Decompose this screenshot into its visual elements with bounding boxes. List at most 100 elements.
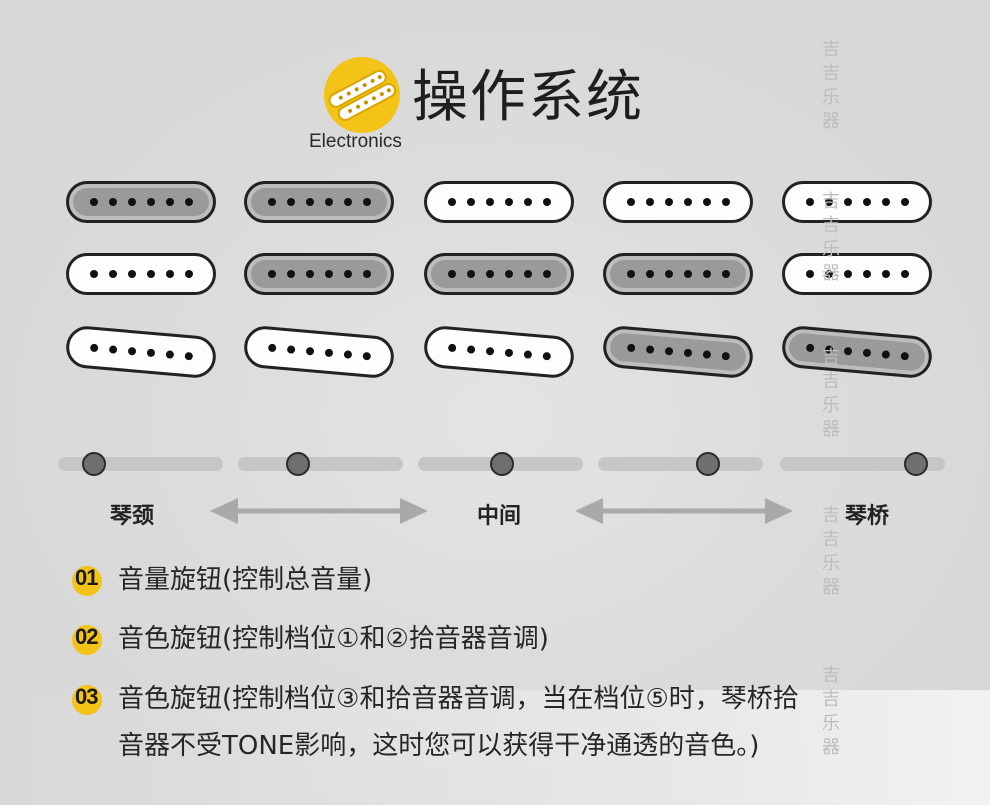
selector-knob-pos3 [490, 452, 514, 476]
pole-piece [165, 270, 174, 278]
pole-piece [843, 270, 852, 278]
pole-piece [361, 351, 371, 361]
pickup-logo-icon [324, 57, 400, 133]
pole-piece [881, 198, 890, 206]
pole-piece [824, 270, 833, 278]
pole-piece [721, 270, 730, 278]
pole-piece [184, 270, 193, 278]
pole-piece [721, 198, 730, 206]
control-description-continued: 音器不受TONE影响，这时您可以获得干净通透的音色。) [118, 731, 760, 761]
pole-piece [466, 198, 475, 206]
pole-piece [504, 348, 513, 358]
double-arrow-icon [210, 498, 428, 524]
pole-piece [267, 343, 277, 353]
label-bridge: 琴桥 [845, 504, 890, 529]
pole-piece [305, 346, 314, 356]
watermark: 吉吉乐器 [822, 505, 840, 598]
pole-piece [466, 270, 475, 278]
pole-piece [542, 198, 551, 206]
pole-piece [862, 348, 871, 358]
pole-piece [702, 350, 711, 359]
pole-piece [523, 350, 532, 359]
selector-knob-pos5 [904, 452, 928, 476]
selector-knob-pos2 [286, 452, 310, 476]
pole-piece [127, 346, 136, 356]
pole-piece [900, 270, 909, 278]
pole-piece [702, 198, 711, 206]
pickup-middle-pos4-active [603, 253, 753, 295]
pole-piece [127, 198, 136, 206]
pole-piece [362, 270, 371, 278]
pickup-neck-pos1-active [66, 181, 216, 223]
pole-piece [843, 346, 852, 356]
number-badge: 01 [72, 565, 102, 596]
control-description: 音色旋钮(控制档位①和②拾音器音调) [118, 624, 549, 654]
pole-piece [626, 270, 635, 278]
pole-piece [286, 198, 295, 206]
control-description: 音色旋钮(控制档位③和拾音器音调，当在档位⑤时，琴桥拾 [118, 684, 799, 714]
pole-piece [504, 198, 513, 206]
pole-piece [683, 348, 692, 358]
pole-piece [165, 350, 174, 359]
pole-piece [286, 270, 295, 278]
pole-piece [108, 198, 117, 206]
pole-piece [805, 198, 814, 206]
pole-piece [523, 198, 532, 206]
pole-piece [523, 270, 532, 278]
pole-piece [541, 351, 551, 361]
pole-piece [720, 351, 730, 361]
selector-knob-pos4 [696, 452, 720, 476]
pole-piece [504, 270, 513, 278]
pole-piece [485, 270, 494, 278]
pole-piece [645, 345, 654, 354]
watermark: 吉吉乐器 [822, 665, 840, 758]
pole-piece [146, 198, 155, 206]
pole-piece [127, 270, 136, 278]
selector-knob-pos1 [82, 452, 106, 476]
pole-piece [183, 351, 193, 361]
pole-piece [89, 270, 98, 278]
label-neck: 琴颈 [110, 504, 155, 529]
control-description: 音量旋钮(控制总音量) [118, 565, 373, 595]
pole-piece [89, 343, 99, 353]
pole-piece [165, 198, 174, 206]
pickup-middle-pos2-active [244, 253, 394, 295]
pickup-neck-pos2-active [244, 181, 394, 223]
pole-piece [343, 350, 352, 359]
page-subtitle: Electronics [309, 131, 402, 152]
pole-piece [108, 270, 117, 278]
pole-piece [626, 343, 636, 353]
pole-piece [862, 270, 871, 278]
pole-piece [447, 270, 456, 278]
pole-piece [899, 351, 909, 361]
watermark: 吉吉乐器 [822, 347, 840, 440]
pole-piece [286, 345, 295, 354]
pole-piece [146, 348, 155, 358]
pole-piece [900, 198, 909, 206]
double-arrow-icon [575, 498, 793, 524]
pole-piece [683, 270, 692, 278]
pickup-middle-pos1-inactive [66, 253, 216, 295]
selector-track-pos5 [780, 457, 945, 471]
pole-piece [362, 198, 371, 206]
pole-piece [824, 198, 833, 206]
watermark: 吉吉乐器 [822, 39, 840, 132]
pole-piece [881, 270, 890, 278]
pole-piece [184, 198, 193, 206]
pole-piece [267, 198, 276, 206]
background-fade [0, 690, 990, 805]
pole-piece [485, 198, 494, 206]
pickup-middle-pos3-active [424, 253, 574, 295]
pole-piece [805, 270, 814, 278]
pickup-neck-pos4-inactive [603, 181, 753, 223]
pole-piece [108, 345, 117, 354]
pole-piece [324, 348, 333, 358]
pole-piece [146, 270, 155, 278]
pole-piece [626, 198, 635, 206]
pole-piece [645, 198, 654, 206]
pole-piece [664, 270, 673, 278]
pole-piece [447, 198, 456, 206]
watermark: 吉吉乐器 [822, 191, 840, 284]
pickup-neck-pos3-inactive [424, 181, 574, 223]
